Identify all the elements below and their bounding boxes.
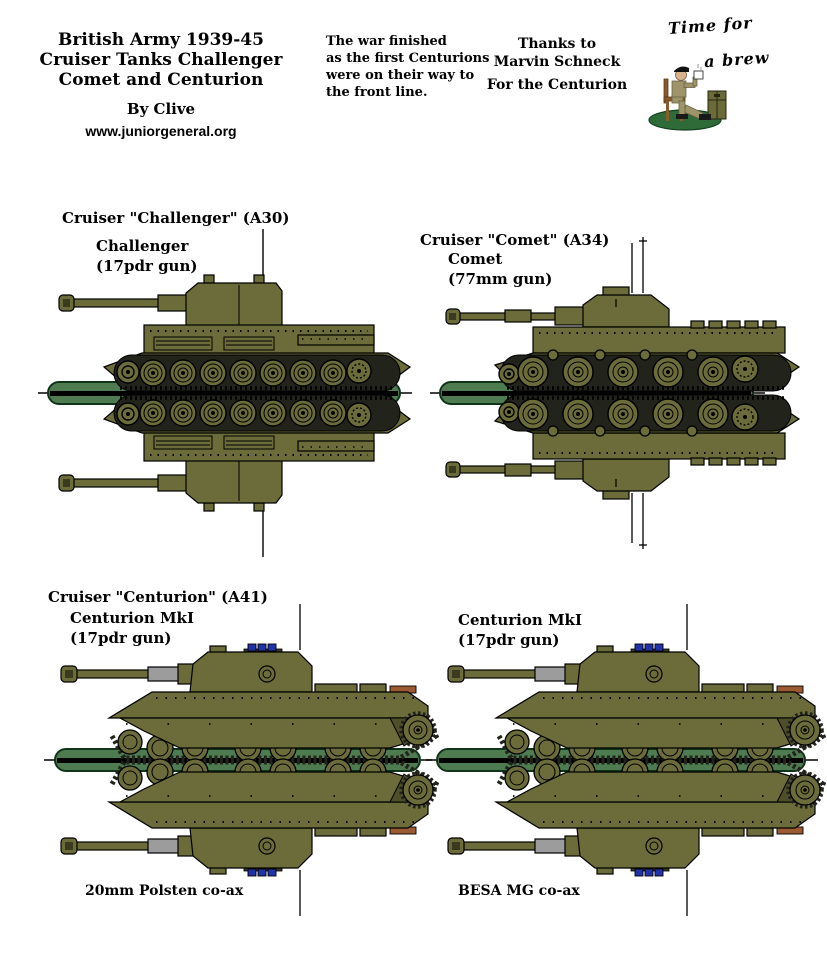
- war-note-line: The war finished: [326, 34, 447, 49]
- polsten-caption: 20mm Polsten co-ax: [85, 883, 244, 899]
- fold-band: [439, 758, 803, 763]
- challenger-mirror: [57, 393, 412, 559]
- byline: By Clive: [126, 100, 196, 118]
- war-note-line: were on their way to: [326, 68, 475, 83]
- comet-name-gun: Comet (77mm gun): [448, 249, 552, 289]
- title-line-2: Cruiser Tanks Challenger: [39, 50, 283, 70]
- centurion-left-name: Centurion MkI: [70, 609, 194, 627]
- challenger-name-gun: Challenger (17pdr gun): [96, 236, 197, 276]
- centurion-heading: Cruiser "Centurion" (A41): [48, 588, 268, 606]
- centurion-left-top: [61, 604, 436, 761]
- comet-gun: (77mm gun): [448, 270, 553, 288]
- website-text: www.juniorgeneral.org: [85, 123, 237, 139]
- war-note: The war finished as the first Centurions…: [326, 33, 489, 101]
- comet-mirror: [444, 393, 801, 551]
- centurion-right-name: Centurion MkI: [458, 611, 582, 629]
- thanks-line: For the Centurion: [486, 77, 628, 93]
- thanks-line: Thanks to: [517, 36, 597, 52]
- comet-top: [444, 235, 801, 393]
- challenger-heading: Cruiser "Challenger" (A30): [62, 209, 290, 227]
- challenger-top: [57, 227, 412, 393]
- centurion-right-illustration: [426, 590, 827, 940]
- challenger-illustration: [38, 227, 412, 559]
- page-title: British Army 1939-45 Cruiser Tanks Chall…: [22, 30, 300, 90]
- centurion-left-gun: (17pdr gun): [70, 629, 172, 647]
- challenger-gun: (17pdr gun): [96, 257, 198, 275]
- thanks-note: Thanks to Marvin Schneck For the Centuri…: [472, 35, 642, 94]
- war-note-line: the front line.: [326, 85, 428, 100]
- centurion-left-name-gun: Centurion MkI (17pdr gun): [70, 608, 194, 648]
- title-line-3: Comet and Centurion: [58, 70, 264, 90]
- challenger-name: Challenger: [96, 237, 189, 255]
- centurion-right-gun: (17pdr gun): [458, 631, 560, 649]
- brew-caption-line-1: Time for: [667, 13, 754, 38]
- thanks-line: Marvin Schneck: [493, 54, 621, 70]
- comet-illustration: [430, 235, 801, 551]
- tea-break-soldier-icon: [648, 64, 727, 131]
- fold-band: [442, 391, 751, 396]
- comet-name: Comet: [448, 250, 503, 268]
- comet-heading: Cruiser "Comet" (A34): [420, 231, 610, 249]
- centurion-left-illustration: [44, 590, 450, 940]
- centurion-right-name-gun: Centurion MkI (17pdr gun): [458, 610, 582, 650]
- besa-caption: BESA MG co-ax: [458, 883, 580, 899]
- war-note-line: as the first Centurions: [326, 51, 490, 66]
- centurion-right-top: [448, 604, 823, 761]
- title-line-1: British Army 1939-45: [58, 30, 264, 50]
- fold-band: [50, 391, 398, 396]
